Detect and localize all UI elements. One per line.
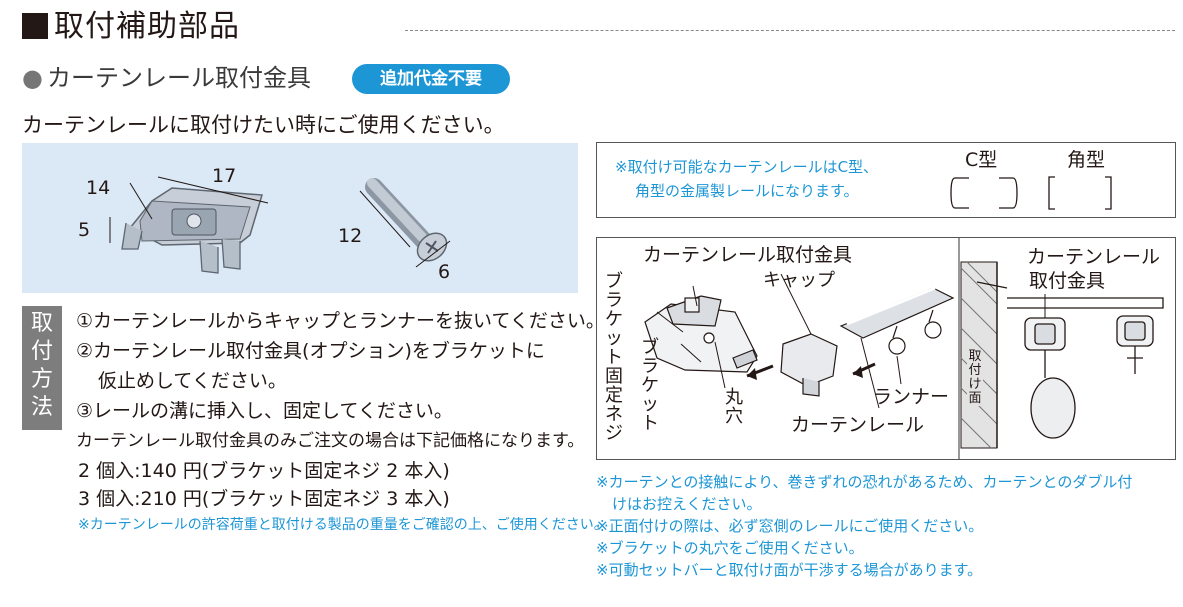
bracket-label: ブラケット — [641, 337, 659, 434]
note-line: けはお控えください。 — [612, 495, 762, 513]
c-rail-icon-left — [950, 177, 969, 209]
side-view-label-line1: カーテンレール — [1027, 246, 1161, 268]
method-label-char: 方 — [30, 367, 53, 392]
rail-note-line2: 角型の金属製レールになります。 — [635, 182, 859, 200]
dim-5: 5 — [78, 219, 91, 241]
cap-label: キャップ — [763, 270, 835, 291]
section-heading: ●カーテンレール取付金具 — [22, 62, 311, 94]
rail-note-line1: ※取付け可能なカーテンレールはC型、 — [615, 158, 879, 176]
bracket-assembly-drawing — [644, 295, 758, 373]
runner-label: ランナー — [873, 386, 950, 408]
square-type-label: 角型 — [1067, 149, 1106, 171]
page-title: 取付補助部品 — [22, 8, 240, 46]
note-line: ※ブラケットの丸穴をご使用ください。 — [596, 539, 864, 557]
square-bullet-icon — [22, 13, 48, 39]
bracket-part-image — [121, 187, 263, 274]
price-line-2: 3 個入:210 円(ブラケット固定ネジ 3 本入) — [78, 488, 450, 510]
dim-6: 6 — [438, 261, 451, 283]
dim-12: 12 — [338, 225, 363, 247]
load-note: ※カーテンレールの許容荷重と取付ける製品の重量をご確認の上、ご使用ください。 — [78, 517, 608, 533]
dim-17: 17 — [212, 165, 237, 187]
side-view-drawing — [976, 281, 1164, 439]
rail-types-box: ※取付け可能なカーテンレールはC型、 角型の金属製レールになります。 C型 角型 — [596, 142, 1176, 218]
square-rail-icon-right — [1105, 176, 1112, 210]
c-rail-icon-right — [999, 177, 1018, 209]
method-label-char: 法 — [30, 395, 53, 420]
method-step-2: ②カーテンレール取付金具(オプション)をブラケットに — [76, 340, 545, 362]
method-label-char: 付 — [30, 339, 53, 364]
page-title-text: 取付補助部品 — [54, 9, 240, 44]
cap-drawing — [780, 333, 838, 397]
install-diagram: カーテンレール取付金具 ブラケット固定ネジ ブラケット キャップ 丸穴 ランナー… — [596, 237, 1176, 460]
install-diagram-drawing — [644, 238, 1164, 459]
section-heading-text: カーテンレール取付金具 — [46, 64, 311, 92]
rail-shape-icons — [950, 176, 1112, 210]
square-rail-icon-left — [1048, 176, 1055, 210]
bracket-fitting-label: カーテンレール取付金具 — [643, 244, 853, 266]
method-step-2-cont: 仮止めしてください。 — [98, 370, 287, 392]
parts-image-panel: 14 17 5 12 6 — [22, 143, 578, 293]
note-line: ※正面付けの際は、必ず窓側のレールにご使用ください。 — [596, 517, 984, 535]
method-step-3: ③レールの溝に挿入し、固定してください。 — [76, 400, 453, 422]
method-step-1: ①カーテンレールからキャップとランナーを抜いてください。 — [76, 310, 605, 332]
free-badge: 追加代金不要 — [352, 64, 510, 94]
curtain-rail-label: カーテンレール — [791, 414, 925, 436]
caution-notes: ※カーテンとの接触により、巻きずれの恐れがあるため、カーテンとのダブル付 けはお… — [596, 471, 1180, 581]
bracket-screw-label: ブラケット固定ネジ — [605, 271, 623, 444]
note-line: ※可動セットバーと取付け面が干渉する場合があります。 — [596, 561, 983, 579]
side-view-label-line2: 取付金具 — [1029, 270, 1106, 292]
price-intro: カーテンレール取付金具のみご注文の場合は下記価格になります。 — [76, 431, 585, 451]
method-label-char: 取 — [30, 311, 53, 336]
curtain-rail-drawing — [839, 286, 955, 355]
c-type-label: C型 — [965, 149, 998, 171]
product-description: カーテンレールに取付けたい時にご使用ください。 — [22, 113, 505, 137]
title-divider — [405, 30, 1175, 31]
screw-part-image — [365, 178, 448, 262]
circle-bullet-icon: ● — [22, 64, 43, 92]
mount-surface-label: 取付け面 — [967, 349, 983, 406]
price-line-1: 2 個入:140 円(ブラケット固定ネジ 2 本入) — [78, 460, 450, 482]
round-hole-label: 丸穴 — [725, 387, 743, 427]
dim-14: 14 — [86, 177, 111, 199]
note-line: ※カーテンとの接触により、巻きずれの恐れがあるため、カーテンとのダブル付 — [596, 473, 1133, 491]
parts-illustration — [109, 176, 451, 274]
method-label: 取 付 方 法 — [22, 306, 62, 430]
